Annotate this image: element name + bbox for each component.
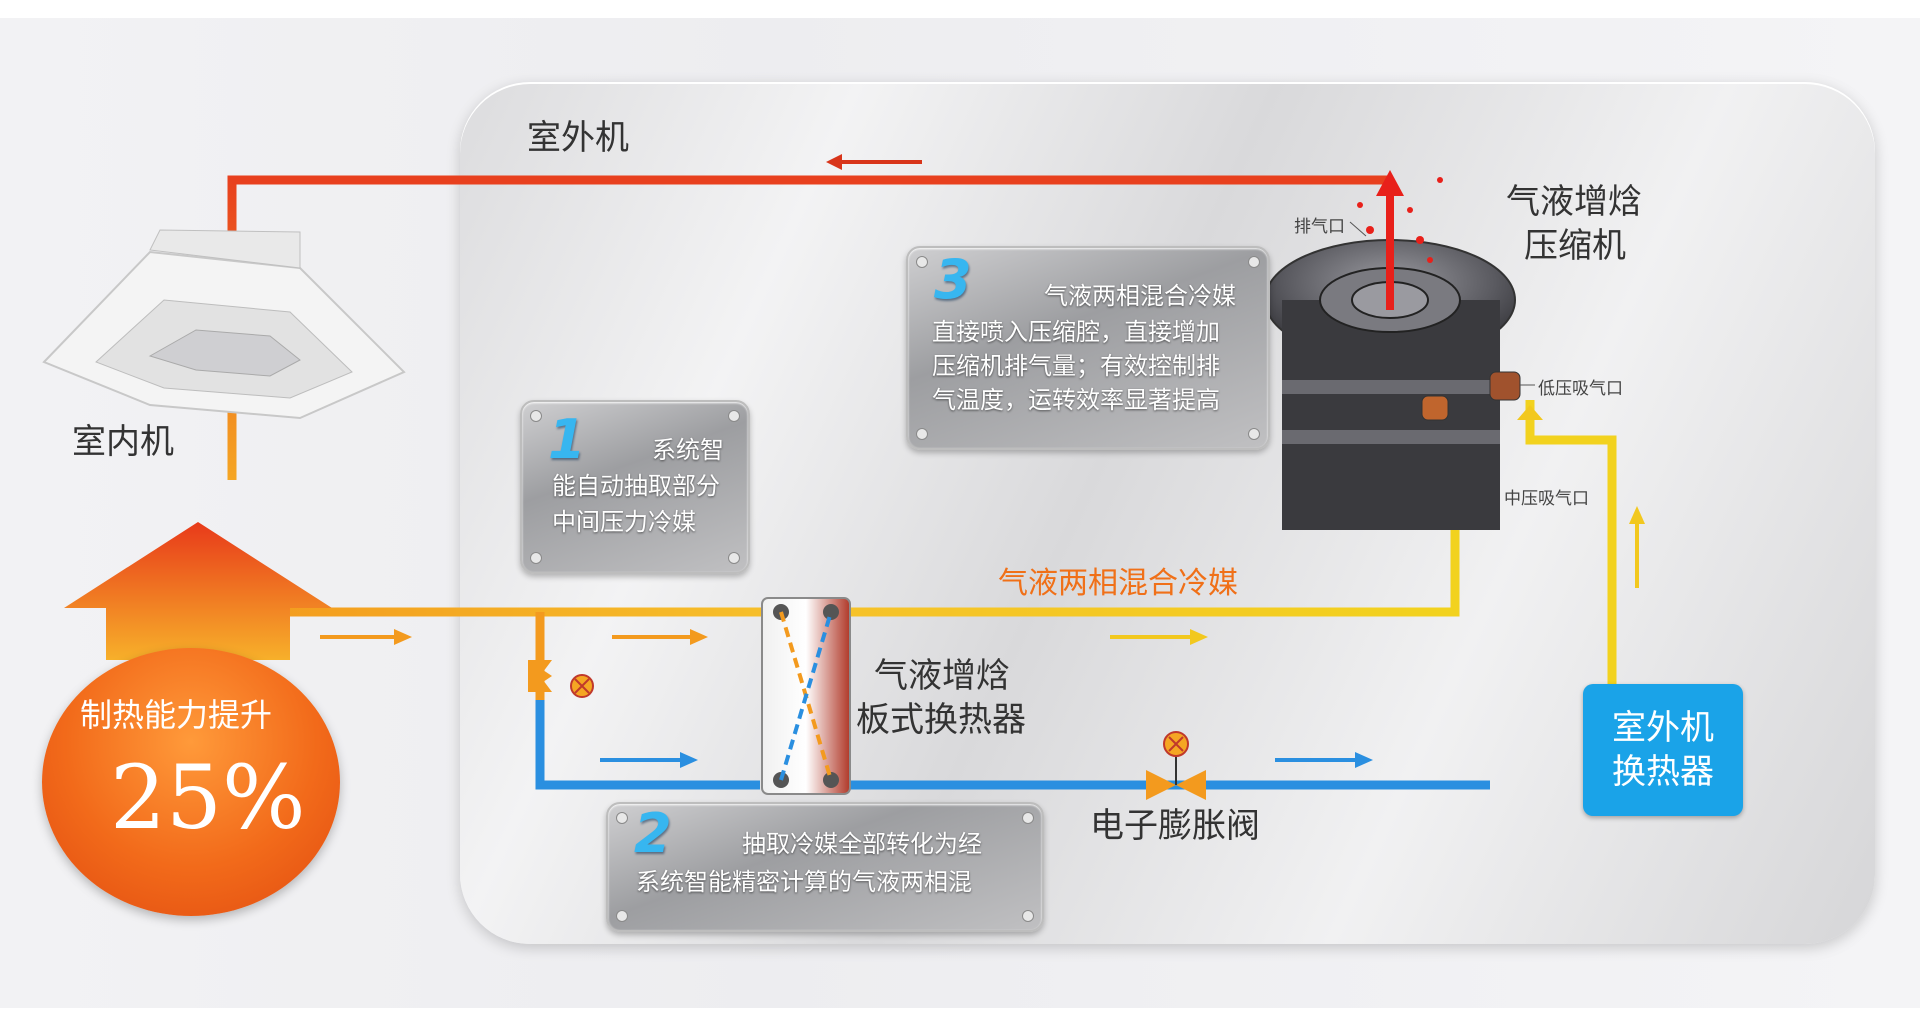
- callout-3-number: 3: [934, 248, 972, 311]
- callout-1-number: 1: [548, 408, 586, 471]
- mid-pressure-port-label: 中压吸气口: [1504, 489, 1589, 509]
- indoor-cassette-unit: [42, 229, 406, 420]
- callout-2-line2: 系统智能精密计算的气液两相混: [636, 868, 972, 896]
- outdoor-exchanger-box: 室外机 换热器: [1583, 684, 1743, 816]
- callout-3-line1: 气液两相混合冷媒: [1044, 282, 1236, 310]
- solenoid-valve: [528, 660, 594, 714]
- callout-2-number: 2: [634, 802, 672, 865]
- callout-1: 1 系统智 能自动抽取部分 中间压力冷媒: [520, 400, 750, 574]
- heat-up-arrow: [64, 522, 332, 660]
- plate-exchanger-label-line1: 气液增焓: [874, 656, 1010, 696]
- outdoor-exchanger-line1: 室外机: [1612, 708, 1714, 748]
- callout-1-line3: 中间压力冷媒: [552, 508, 696, 536]
- compressor-label-line2: 压缩机: [1524, 226, 1626, 266]
- compressor-graphic: [1264, 170, 1521, 530]
- mixed-refrigerant-label: 气液两相混合冷媒: [998, 566, 1238, 601]
- expansion-valve-label: 电子膨胀阀: [1090, 806, 1260, 846]
- callout-3-line3: 压缩机排气量；有效控制排: [932, 352, 1220, 380]
- mixed-refrigerant-pipe: [232, 440, 1460, 617]
- heating-capacity-badge: 制热能力提升 25%: [42, 648, 340, 916]
- plate-heat-exchanger: [761, 597, 851, 795]
- callout-1-line1: 系统智: [652, 436, 724, 464]
- outdoor-exchanger-line2: 换热器: [1612, 752, 1714, 792]
- callout-3: 3 气液两相混合冷媒 直接喷入压缩腔，直接增加 压缩机排气量；有效控制排 气温度…: [906, 246, 1270, 450]
- badge-value: 25%: [110, 746, 306, 849]
- callout-2-line1: 抽取冷媒全部转化为经: [742, 830, 982, 858]
- exhaust-port-label: 排气口: [1294, 217, 1345, 237]
- compressor-label-line1: 气液增焓: [1506, 182, 1642, 222]
- outdoor-unit-label: 室外机: [527, 118, 629, 158]
- indoor-unit-label: 室内机: [72, 422, 174, 462]
- callout-3-line4: 气温度，运转效率显著提高: [932, 386, 1220, 414]
- callout-2: 2 抽取冷媒全部转化为经 系统智能精密计算的气液两相混: [606, 802, 1044, 932]
- callout-1-line2: 能自动抽取部分: [552, 472, 720, 500]
- expansion-valve-symbol: [1146, 731, 1206, 800]
- callout-3-line2: 直接喷入压缩腔，直接增加: [932, 318, 1220, 346]
- badge-text: 制热能力提升: [80, 696, 273, 734]
- low-pressure-port-label: 低压吸气口: [1538, 379, 1623, 399]
- plate-exchanger-label-line2: 板式换热器: [856, 700, 1026, 740]
